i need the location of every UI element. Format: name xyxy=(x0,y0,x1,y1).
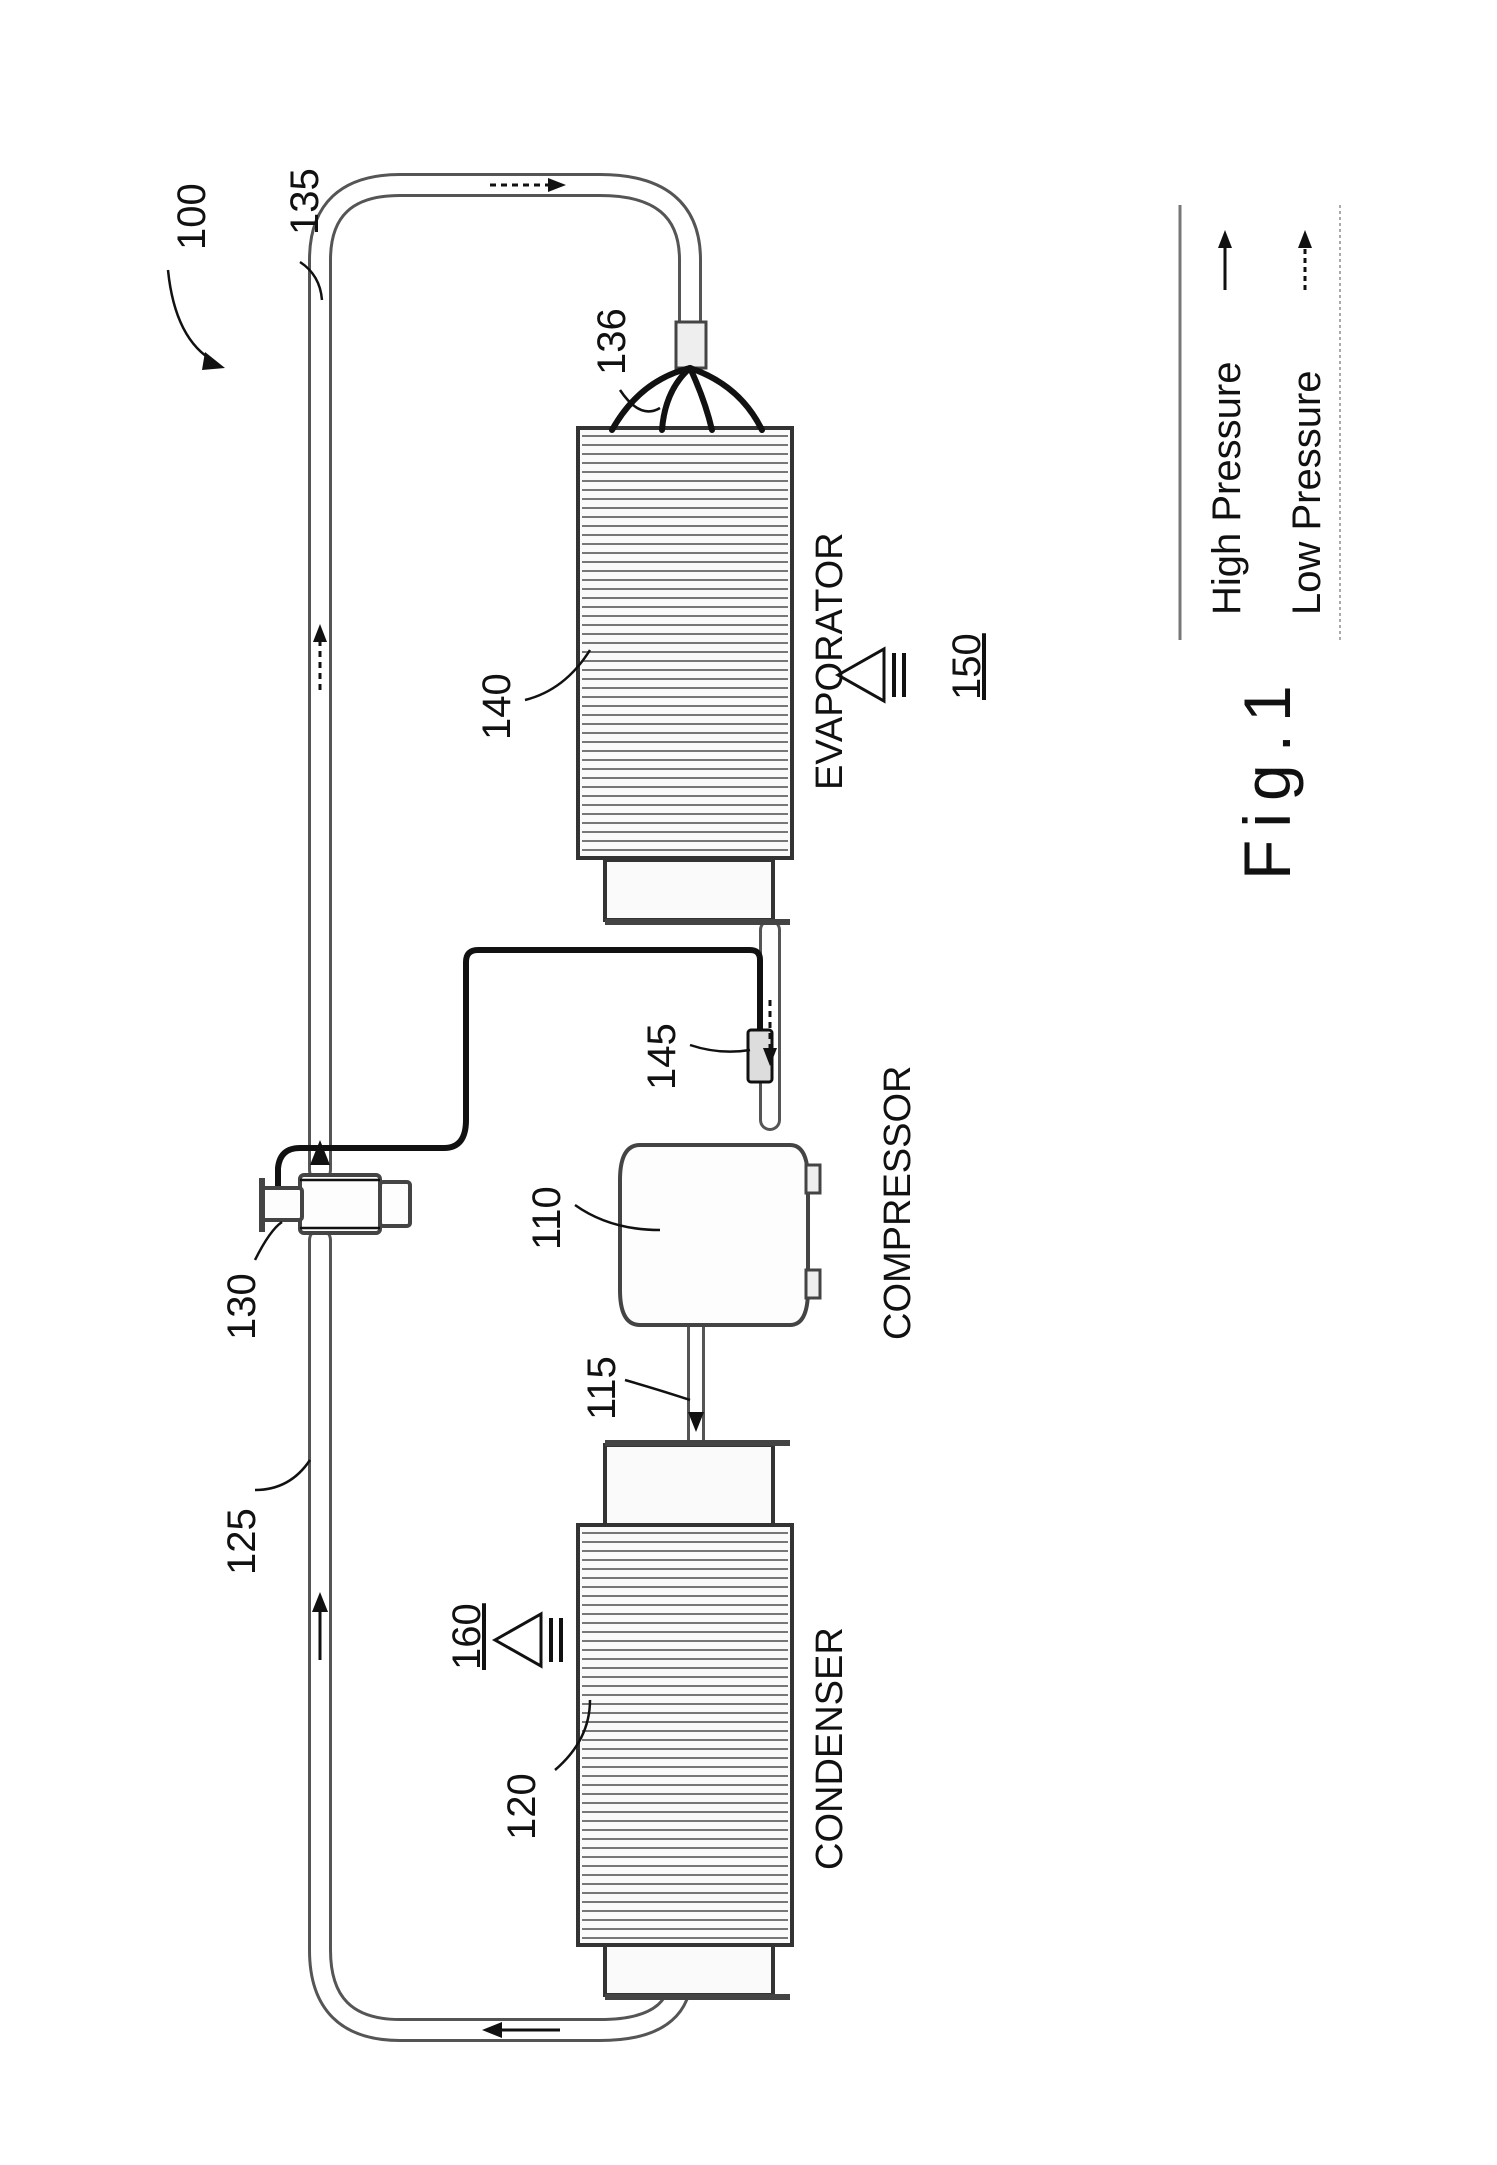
compressor-label: COMPRESSOR xyxy=(877,1066,919,1340)
evaporator-coil xyxy=(578,428,792,922)
ref-160: 160 xyxy=(445,1603,489,1670)
figure-caption: Fig.1 xyxy=(1230,673,1304,880)
expansion-valve xyxy=(262,1175,410,1233)
ref-130: 130 xyxy=(220,1273,264,1340)
condenser-coil xyxy=(578,1443,792,1997)
legend-high-pressure: High Pressure xyxy=(1205,362,1249,615)
leader-115 xyxy=(625,1380,690,1400)
ref-110: 110 xyxy=(525,1186,569,1250)
ref-115: 115 xyxy=(580,1356,624,1420)
legend-low-pressure: Low Pressure xyxy=(1285,370,1329,615)
solid-arrow-icon xyxy=(1218,230,1232,290)
ref-100: 100 xyxy=(170,183,214,250)
ref-135: 135 xyxy=(283,168,327,235)
ref-120: 120 xyxy=(500,1773,544,1840)
leader-145 xyxy=(690,1045,750,1052)
evaporator-fins xyxy=(582,436,788,850)
leader-125 xyxy=(255,1460,310,1490)
legend: High Pressure Low Pressure xyxy=(1180,205,1340,640)
ref-136: 136 xyxy=(590,308,634,375)
ref-145: 145 xyxy=(640,1023,684,1090)
ref-125: 125 xyxy=(220,1508,264,1575)
curved-arrow-icon xyxy=(168,270,225,370)
ref-150: 150 xyxy=(945,633,989,700)
ref-140: 140 xyxy=(475,673,519,740)
distributor xyxy=(612,322,762,430)
condenser-label: CONDENSER xyxy=(809,1627,851,1870)
evaporator-label: EVAPORATOR xyxy=(809,532,851,790)
dashed-arrow-icon xyxy=(1298,230,1312,290)
fan-triangle-icon xyxy=(495,1614,561,1666)
compressor xyxy=(620,1145,820,1325)
